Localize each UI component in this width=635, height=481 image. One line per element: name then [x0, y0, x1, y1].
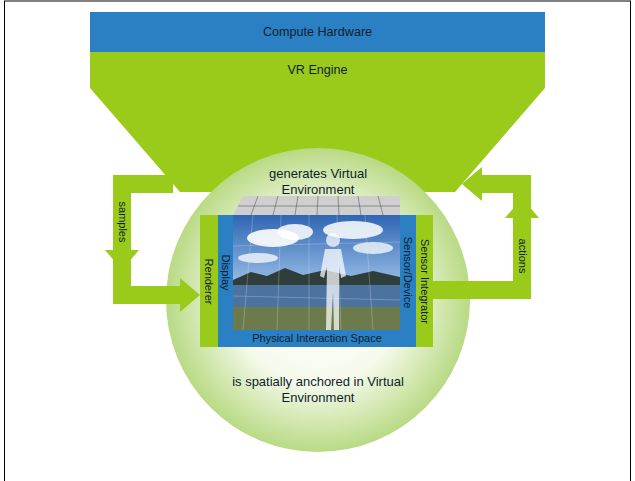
sensor-device-bar: Sensor/Device — [400, 215, 416, 330]
flow-arrow — [433, 167, 539, 290]
arrow-head — [105, 250, 139, 270]
arrow-head — [180, 278, 200, 312]
arrow-head — [505, 198, 539, 218]
display-bar: Display — [218, 215, 233, 330]
arrow-head — [462, 167, 482, 201]
node-text: Compute Hardware — [90, 12, 545, 52]
node-text: Physical Interaction Space — [252, 333, 382, 344]
node-text: generates Virtual Environment — [243, 166, 393, 198]
flow-arrow — [105, 184, 200, 312]
node-text: is spatially anchored in Virtual Environ… — [230, 374, 406, 406]
arrow-label: actions — [516, 237, 529, 276]
node-text: Sensor Integrator — [419, 239, 430, 324]
renderer-bar: Renderer — [200, 215, 218, 347]
node-text: Renderer — [204, 258, 215, 304]
cave-illustration — [233, 196, 400, 330]
interaction-space-bar: Physical Interaction Space — [218, 330, 416, 347]
node-text: Display — [220, 254, 231, 290]
sensor-integrator-bar: Sensor Integrator — [416, 215, 433, 347]
node-text: VR Engine — [90, 52, 545, 88]
arrow-shaft — [122, 184, 186, 295]
node-text: Sensor/Device — [403, 237, 414, 309]
arrow-shaft — [433, 184, 522, 290]
hardware-band: Compute Hardware — [90, 12, 545, 52]
arrow-label: samples — [116, 200, 129, 245]
